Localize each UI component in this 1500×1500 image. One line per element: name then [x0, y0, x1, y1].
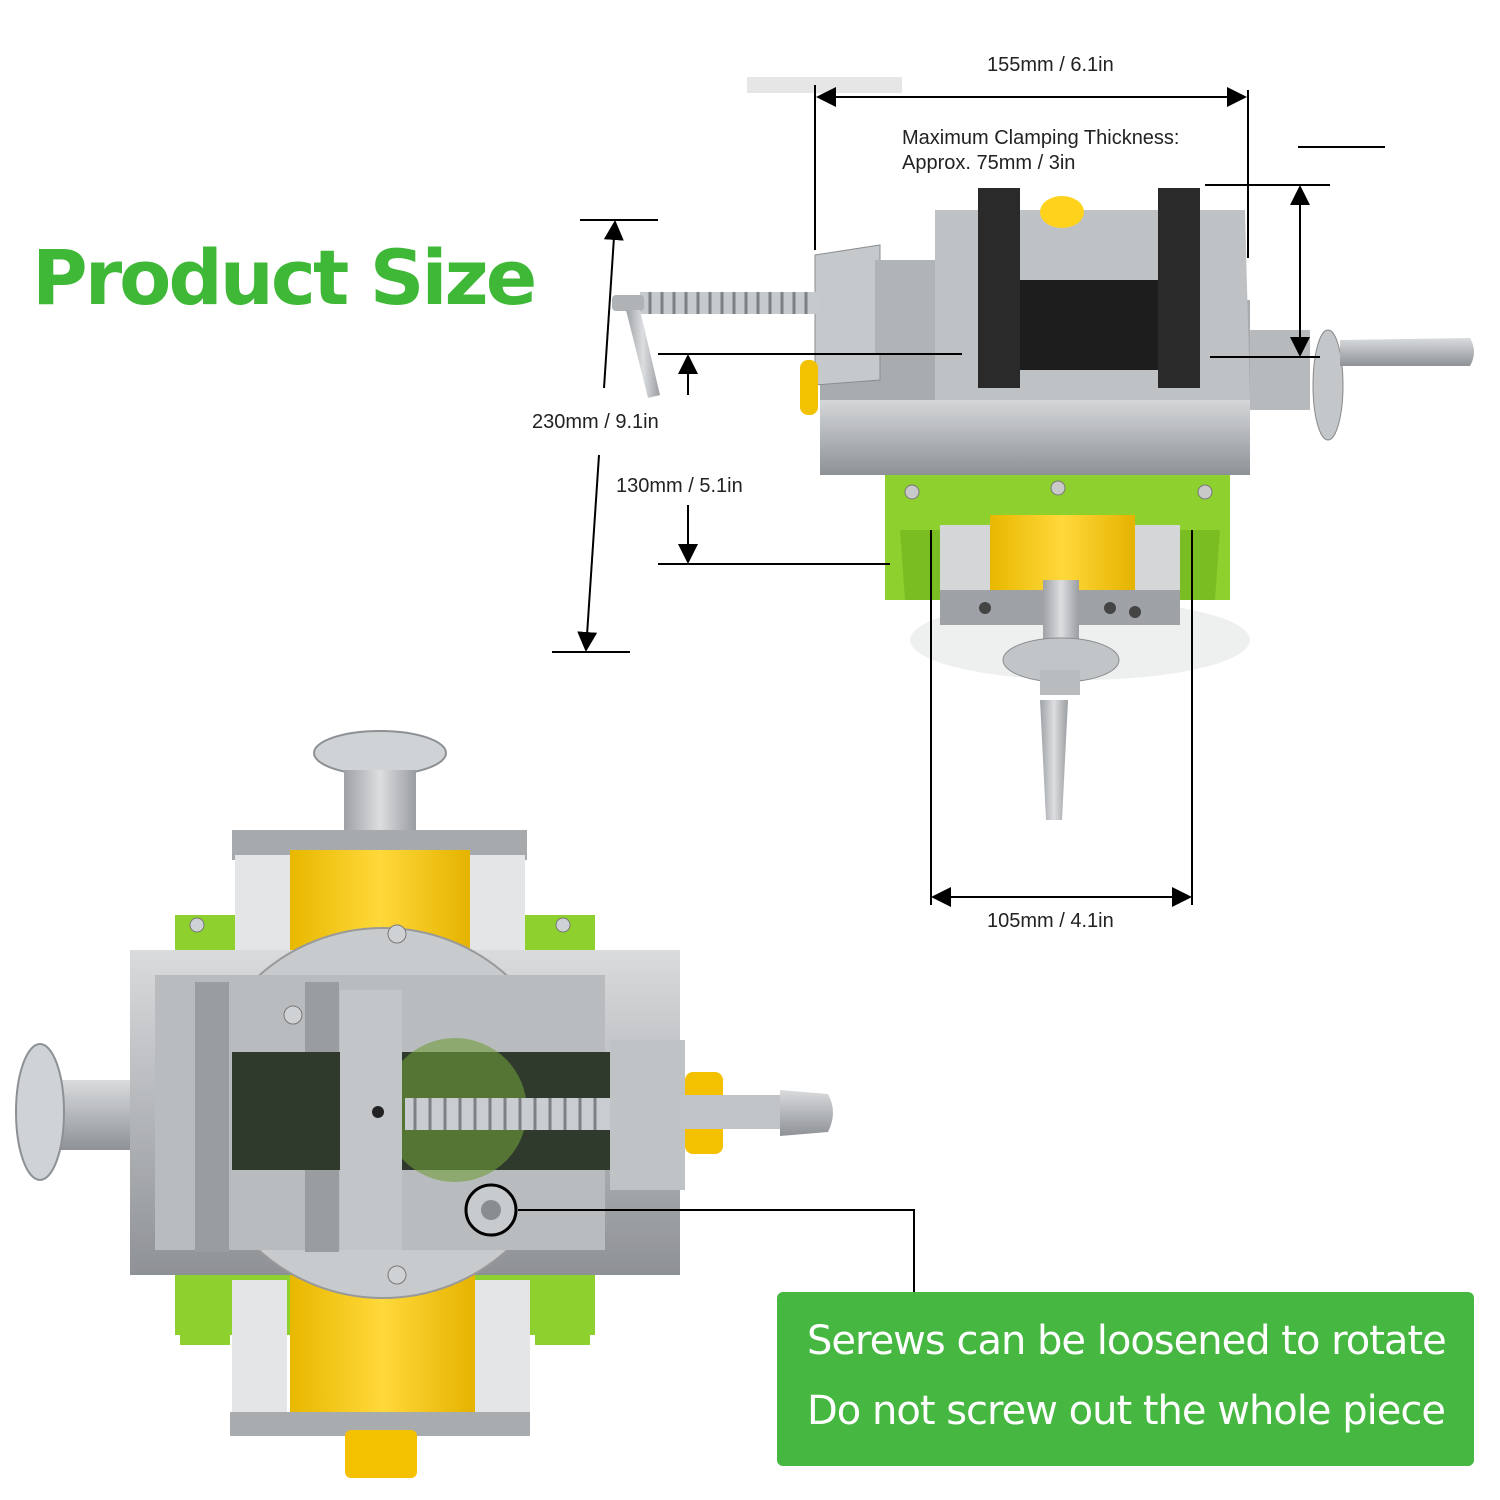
top-vise: [612, 77, 1474, 820]
dimension-length-label: 230mm / 9.1in: [532, 411, 659, 433]
note-line-1: Serews can be loosened to rotate: [807, 1318, 1447, 1364]
note-line-2: Do not screw out the whole piece: [807, 1388, 1446, 1434]
clamping-thickness-label: Maximum Clamping Thickness:: [902, 127, 1180, 149]
page-title: Product Size: [32, 233, 537, 322]
bottom-vise: [15, 730, 833, 1478]
clamping-thickness-value: Approx. 75mm / 3in: [902, 152, 1076, 174]
dimension-base-width-label: 105mm / 4.1in: [987, 910, 1114, 932]
dimension-lines: [518, 85, 1385, 1292]
dimension-width-label: 155mm / 6.1in: [987, 54, 1114, 76]
dimension-height-label: 130mm / 5.1in: [616, 475, 743, 497]
lead-screw: [612, 292, 820, 398]
rotation-note-box: Serews can be loosened to rotate Do not …: [777, 1292, 1474, 1466]
